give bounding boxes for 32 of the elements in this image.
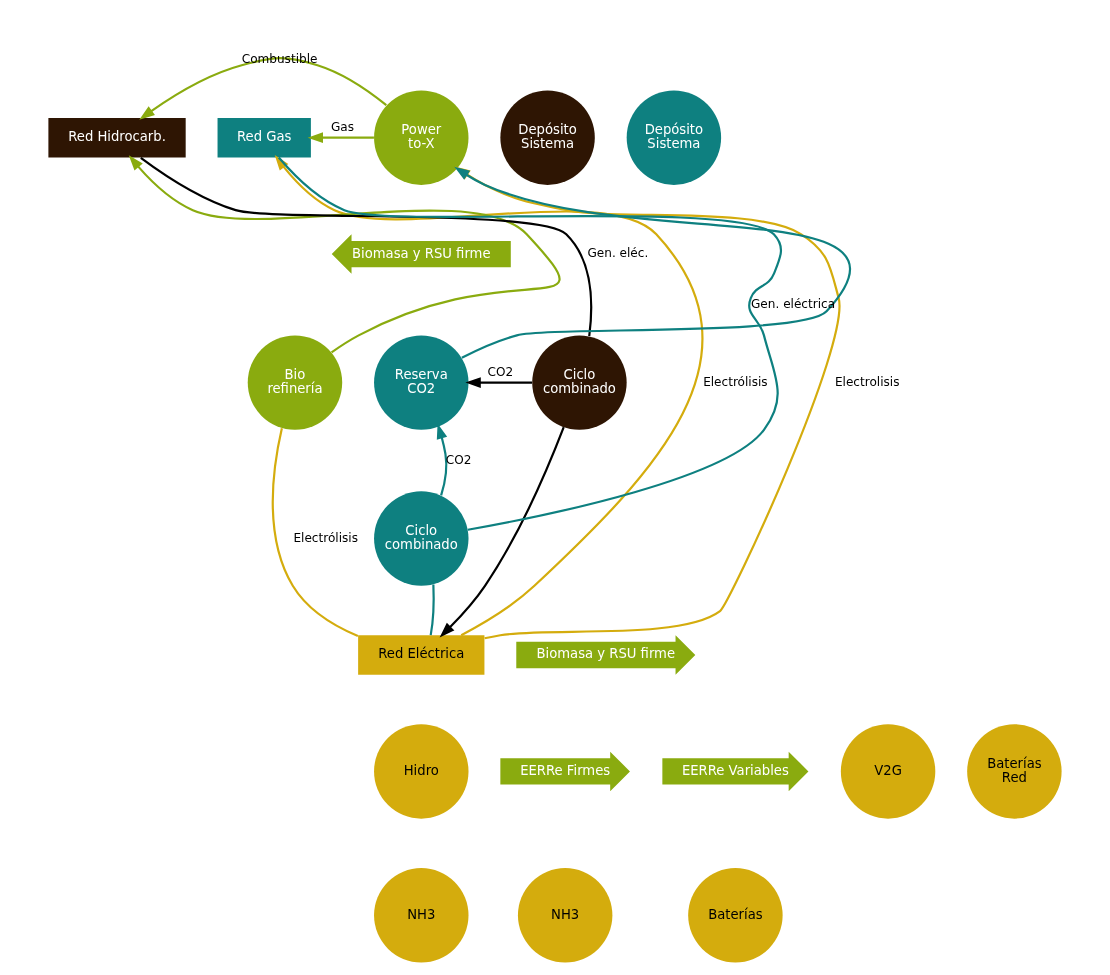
node-circle: Bio refinería xyxy=(247,335,343,430)
node-circle: Depósito Sistema xyxy=(500,90,595,185)
connector xyxy=(271,427,359,638)
arrow xyxy=(454,166,850,359)
node-circle: Ciclo combinado xyxy=(532,335,627,430)
node-circle: Baterías xyxy=(688,868,783,963)
edge-label: CO2 xyxy=(487,364,514,379)
edge-label: Electrólisis xyxy=(703,374,768,389)
node-circle: Hidro xyxy=(374,724,469,819)
arrow xyxy=(436,423,448,496)
node-circle: Reserva CO2 xyxy=(374,335,469,430)
arrow xyxy=(465,377,532,388)
edge-label: Electrólisis xyxy=(293,530,358,545)
edge-label: Gen. eléctrica xyxy=(751,296,836,311)
node-circle: NH3 xyxy=(374,868,469,963)
arrow xyxy=(139,57,387,120)
arrow xyxy=(439,426,565,638)
node-box: Red Gas xyxy=(217,117,311,158)
node-box: Red Eléctrica xyxy=(358,635,485,675)
node-circle: Baterías Red xyxy=(967,724,1062,819)
connector xyxy=(277,156,782,531)
node-circle: NH3 xyxy=(517,868,613,963)
node-box: Red Hidrocarb. xyxy=(48,117,186,158)
edge-label: Gen. eléc. xyxy=(587,246,649,261)
connector xyxy=(429,584,435,636)
arrow xyxy=(307,132,374,144)
node-circle: Ciclo combinado xyxy=(374,491,469,586)
edge-label: Electrolisis xyxy=(834,374,900,389)
arrow xyxy=(454,166,840,640)
node-circle: V2G xyxy=(840,724,936,819)
edge-label: Gas xyxy=(330,119,354,134)
node-circle: Depósito Sistema xyxy=(626,90,722,185)
